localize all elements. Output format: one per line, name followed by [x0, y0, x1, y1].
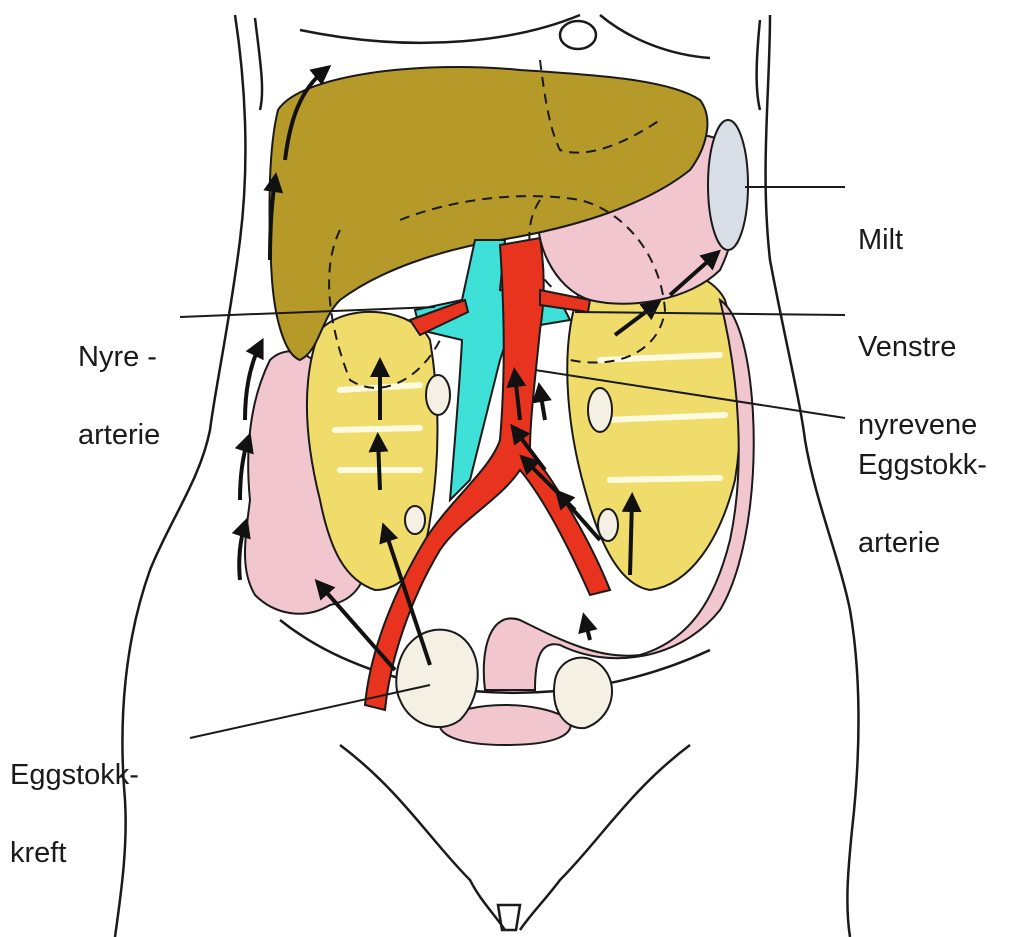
label-nyrearterie-line2: arterie	[78, 422, 160, 448]
label-eggstokkreft-line1: Eggstokk-	[10, 762, 139, 788]
label-milt-line1: Milt	[858, 227, 903, 253]
label-milt: Milt	[858, 175, 903, 279]
label-nyrearterie-line1: Nyre -	[78, 344, 160, 370]
ovarian-tumor-left	[396, 630, 477, 727]
label-eggstokkreft: Eggstokk- kreft	[10, 710, 139, 892]
label-eggstokkarterie-line2: arterie	[858, 530, 987, 556]
label-eggstokkarterie: Eggstokk- arterie	[858, 400, 987, 582]
label-venstre-nyrevene-line1: Venstre	[858, 334, 977, 360]
leader-eggstokkreft	[190, 685, 430, 738]
label-eggstokkarterie-line1: Eggstokk-	[858, 452, 987, 478]
label-eggstokkreft-line2: kreft	[10, 840, 139, 866]
label-nyrearterie: Nyre - arterie	[78, 292, 160, 474]
spleen	[708, 120, 748, 250]
ovarian-tumor-right	[554, 658, 612, 728]
